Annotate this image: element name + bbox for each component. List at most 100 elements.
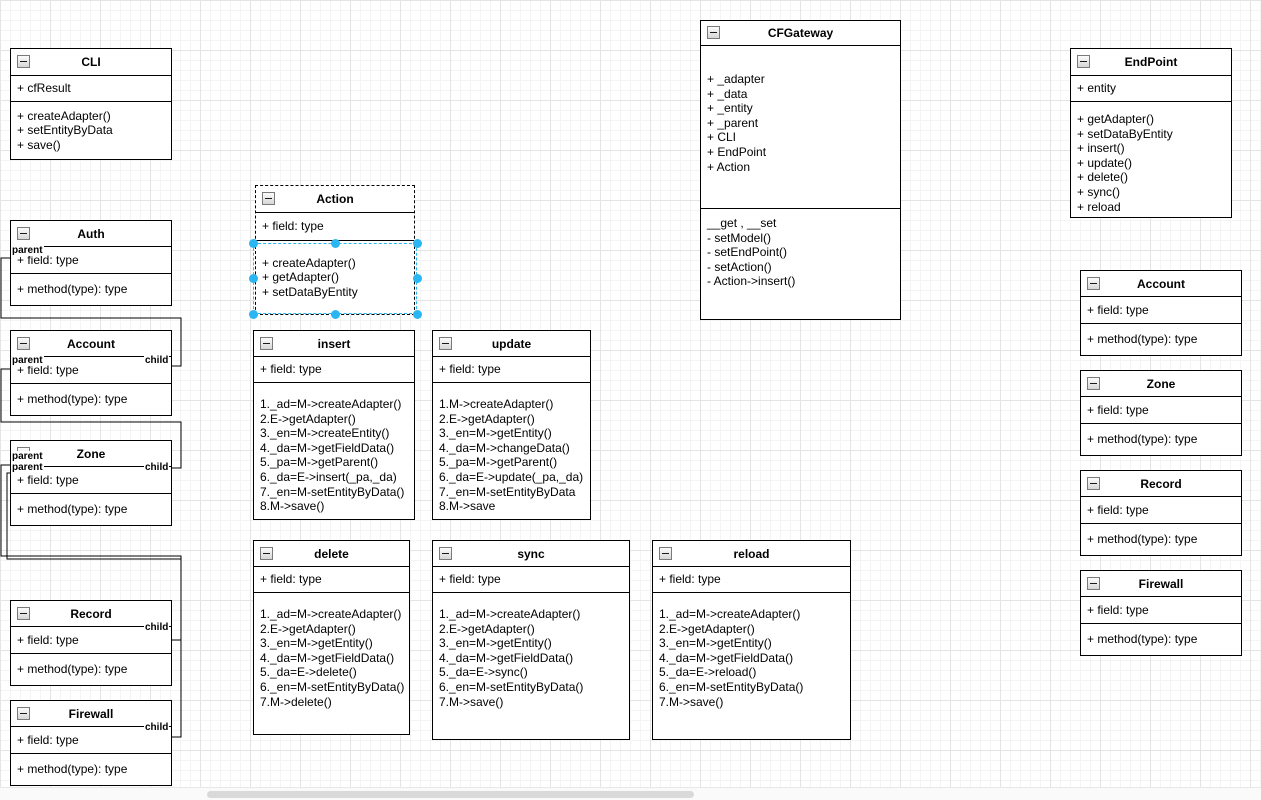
class-firewall-left[interactable]: Firewall+ field: type+ method(type): typ… bbox=[10, 700, 172, 786]
method-line: 1._ad=M->createAdapter() bbox=[659, 607, 801, 621]
field-line: + field: type bbox=[1087, 402, 1149, 417]
methods-compartment: + method(type): type bbox=[11, 384, 171, 415]
fields-compartment: + field: type bbox=[433, 357, 590, 383]
connector-zone-parent-to-firewall-child[interactable] bbox=[6, 472, 182, 738]
field-line: + field: type bbox=[17, 732, 79, 747]
class-title: Record bbox=[1140, 476, 1182, 491]
method-line: + insert() bbox=[1077, 141, 1125, 156]
collapse-icon[interactable] bbox=[1087, 276, 1100, 290]
selection-handle[interactable] bbox=[412, 274, 422, 283]
selection-handle[interactable] bbox=[248, 309, 258, 319]
method-line: + createAdapter() bbox=[262, 255, 356, 270]
field-line: + field: type bbox=[260, 362, 322, 377]
method-line: + setDataByEntity bbox=[262, 284, 358, 299]
method-line: + setDataByEntity bbox=[1077, 126, 1173, 141]
class-title-bar: Record bbox=[11, 601, 171, 627]
class-title: Account bbox=[1137, 276, 1185, 291]
collapse-icon[interactable] bbox=[17, 606, 30, 620]
minus-glyph bbox=[1090, 282, 1097, 284]
class-title: Auth bbox=[77, 226, 105, 241]
horizontal-scrollbar-handle[interactable] bbox=[207, 791, 694, 798]
connector-zone-parent-to-record-child[interactable] bbox=[0, 464, 182, 641]
class-account-right[interactable]: Account+ field: type+ method(type): type bbox=[1080, 270, 1242, 356]
connector-account-parent-to-zone-child[interactable] bbox=[0, 368, 182, 469]
method-line: 5._da=E->sync() bbox=[439, 665, 528, 680]
method-line: __get , __set bbox=[707, 216, 777, 230]
class-title-bar: Record bbox=[1081, 471, 1241, 497]
class-action[interactable]: Action+ field: type+ createAdapter()+ ge… bbox=[255, 185, 415, 315]
horizontal-scrollbar-track[interactable] bbox=[0, 787, 1261, 800]
class-record-right[interactable]: Record+ field: type+ method(type): type bbox=[1080, 470, 1242, 556]
class-title: sync bbox=[517, 546, 545, 561]
collapse-icon[interactable] bbox=[260, 336, 273, 350]
method-line: + reload bbox=[1077, 199, 1121, 214]
class-cfgateway[interactable]: CFGateway+ _adapter+ _data+ _entity+ _pa… bbox=[700, 20, 901, 320]
class-account-left[interactable]: Account+ field: type+ method(type): type bbox=[10, 330, 172, 416]
method-line: 5._pa=M->getParent() bbox=[439, 455, 558, 470]
method-line: + getAdapter() bbox=[1077, 112, 1155, 126]
collapse-icon[interactable] bbox=[1087, 476, 1100, 490]
edge-label-parent[interactable]: parent bbox=[11, 462, 44, 473]
selection-handle[interactable] bbox=[412, 309, 422, 319]
connector-auth-parent-to-account-child[interactable] bbox=[0, 257, 182, 367]
edge-label-parent[interactable]: parent bbox=[11, 451, 44, 462]
class-zone-left[interactable]: Zone+ field: type+ method(type): type bbox=[10, 440, 172, 526]
field-line: + _parent bbox=[707, 115, 759, 130]
minus-glyph bbox=[263, 342, 270, 344]
collapse-icon[interactable] bbox=[1077, 55, 1090, 68]
collapse-icon[interactable] bbox=[17, 55, 30, 68]
selection-handle[interactable] bbox=[330, 238, 340, 248]
minus-glyph bbox=[442, 552, 449, 554]
collapse-icon[interactable] bbox=[262, 192, 275, 205]
class-firewall-right[interactable]: Firewall+ field: type+ method(type): typ… bbox=[1080, 570, 1242, 656]
edge-label-child[interactable]: child bbox=[144, 622, 170, 633]
collapse-icon[interactable] bbox=[707, 26, 720, 39]
class-endpoint[interactable]: EndPoint+ entity+ getAdapter()+ setDataB… bbox=[1070, 48, 1232, 218]
collapse-icon[interactable] bbox=[659, 546, 672, 560]
collapse-icon[interactable] bbox=[1087, 376, 1100, 390]
class-title-bar: Account bbox=[1081, 271, 1241, 297]
method-line: 1._ad=M->createAdapter() bbox=[260, 607, 402, 621]
edge-label-parent[interactable]: parent bbox=[11, 245, 44, 256]
method-line: + createAdapter() bbox=[17, 108, 111, 123]
method-line: 5._pa=M->getParent() bbox=[260, 455, 379, 470]
class-auth[interactable]: Auth+ field: type+ method(type): type bbox=[10, 220, 172, 306]
edge-label-parent[interactable]: parent bbox=[11, 355, 44, 366]
methods-compartment: 1._ad=M->createAdapter()2.E->getAdapter(… bbox=[254, 593, 409, 734]
field-line: + field: type bbox=[260, 572, 322, 587]
edge-label-child[interactable]: child bbox=[144, 355, 170, 366]
class-zone-right[interactable]: Zone+ field: type+ method(type): type bbox=[1080, 370, 1242, 456]
class-record-left[interactable]: Record+ field: type+ method(type): type bbox=[10, 600, 172, 686]
method-line: 7._en=M-setEntityByData bbox=[439, 484, 576, 499]
method-line: 7.M->save() bbox=[439, 694, 504, 709]
collapse-icon[interactable] bbox=[260, 546, 273, 560]
collapse-icon[interactable] bbox=[439, 546, 452, 560]
method-line: + method(type): type bbox=[1087, 432, 1198, 447]
selection-handle[interactable] bbox=[248, 238, 258, 248]
collapse-icon[interactable] bbox=[439, 336, 452, 350]
collapse-icon[interactable] bbox=[17, 706, 30, 720]
collapse-icon[interactable] bbox=[1087, 576, 1100, 590]
collapse-icon[interactable] bbox=[17, 336, 30, 350]
method-line: + delete() bbox=[1077, 170, 1129, 185]
collapse-icon[interactable] bbox=[17, 226, 30, 240]
selection-handle[interactable] bbox=[248, 274, 258, 283]
method-line: 3._en=M->getEntity() bbox=[439, 636, 552, 651]
field-line: + field: type bbox=[1087, 602, 1149, 617]
class-cli[interactable]: CLI+ cfResult+ createAdapter()+ setEntit… bbox=[10, 48, 172, 160]
methods-compartment: + method(type): type bbox=[11, 754, 171, 785]
selection-handle[interactable] bbox=[412, 238, 422, 248]
method-line: + method(type): type bbox=[1087, 532, 1198, 547]
method-line: 4._da=M->changeData() bbox=[439, 440, 570, 455]
selection-handle[interactable] bbox=[330, 309, 340, 319]
edge-label-child[interactable]: child bbox=[144, 722, 170, 733]
methods-compartment: 1._ad=M->createAdapter()2.E->getAdapter(… bbox=[254, 383, 414, 519]
edge-label-child[interactable]: child bbox=[144, 462, 170, 473]
method-line: 7.M->delete() bbox=[260, 694, 332, 709]
